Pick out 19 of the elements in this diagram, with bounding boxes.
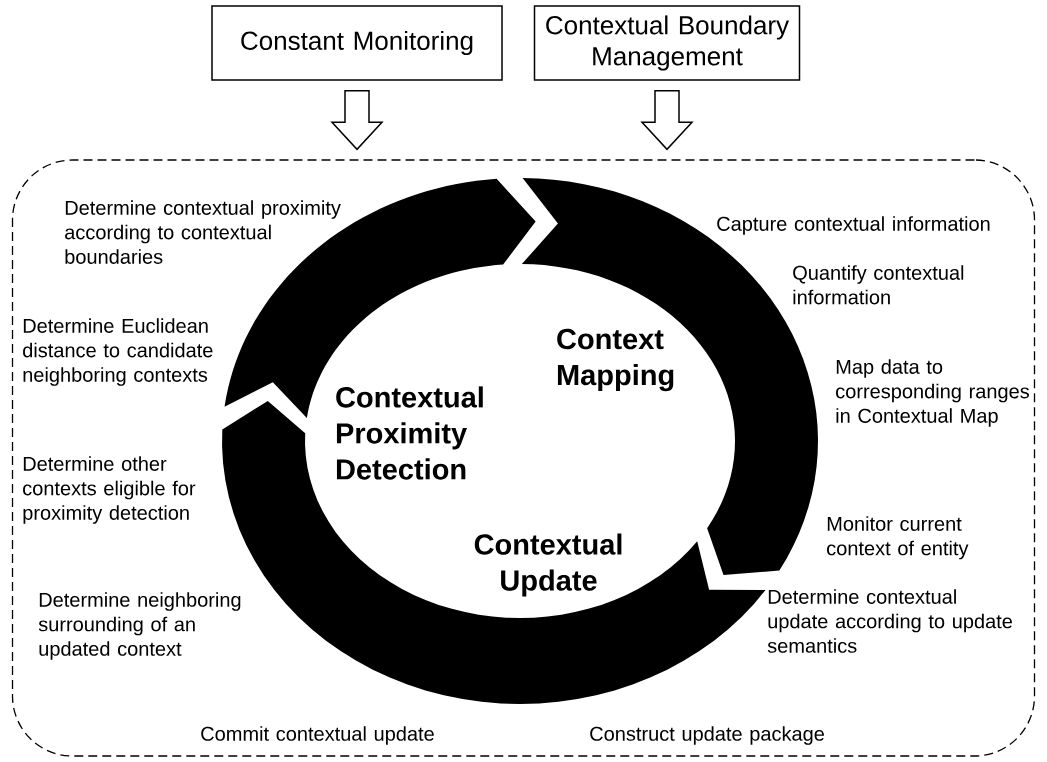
step-text: Commit contextual update	[201, 726, 434, 745]
dashed-region	[11, 159, 1036, 757]
step-text: Determine contextual update according to update semantics	[767, 589, 1012, 653]
process-box: Constant Monitoring	[211, 5, 503, 81]
step-text: Determine neighboring surrounding of an updated context	[38, 592, 241, 660]
step-text: Determine Euclidean distance to candidate neighboring contexts	[23, 318, 213, 386]
step-text: Capture contextual information	[717, 216, 990, 235]
block-arrow	[640, 90, 694, 151]
step-text: Map data to corresponding ranges in Contextual Map	[836, 359, 1029, 427]
block-arrow	[330, 90, 384, 151]
step-text: Construct update package	[590, 726, 824, 745]
step-text: Determine contextual proximity according to contextual boundaries	[65, 200, 341, 264]
step-text: Monitor current context of entity	[827, 516, 969, 560]
step-text: Determine other contexts eligible for proximity detection	[23, 456, 196, 524]
phase-title: Contextual Update	[474, 533, 622, 597]
step-text: Quantify contextual information	[793, 265, 964, 305]
process-box: Contextual Boundary Management	[533, 5, 801, 81]
phase-title: Contextual Proximity Detection	[336, 386, 483, 480]
phase-title: Context Mapping	[557, 328, 674, 392]
